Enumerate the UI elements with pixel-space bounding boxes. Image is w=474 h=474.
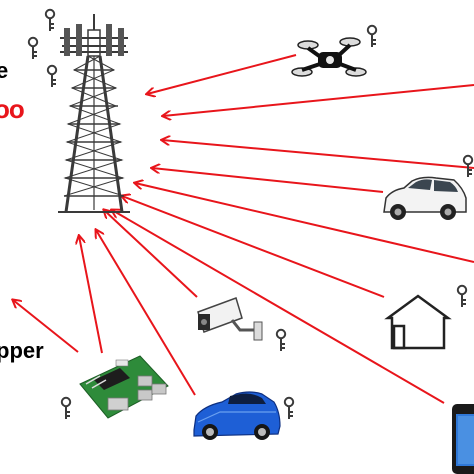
blue-car-icon [193, 391, 281, 440]
key-icon [366, 24, 378, 48]
arrow-house-to-tower [122, 196, 385, 298]
arrows [13, 54, 474, 404]
arrow-board-to-left [13, 300, 79, 353]
arrow-camera-to-tower [104, 210, 198, 298]
partial-label-red: oo [0, 94, 25, 124]
partial-label-bottom: pper [0, 338, 44, 363]
key-icon [456, 284, 468, 308]
security-camera-icon [197, 297, 263, 341]
house-icon [384, 294, 452, 350]
partial-label-top: e [0, 58, 9, 83]
arrow-smartphone-to-tower [112, 210, 445, 404]
smartphone-icon [452, 404, 474, 474]
white-car-icon [383, 176, 467, 220]
keys [27, 8, 474, 420]
arrow-edge3-to-tower [135, 183, 474, 263]
arrow-drone-to-tower [147, 54, 297, 94]
arrow-white-car-to-tower [152, 168, 384, 193]
key-icon [46, 64, 58, 88]
key-icon [275, 328, 287, 352]
arrow-edge2-to-tower [162, 140, 474, 169]
key-icon [60, 396, 72, 420]
key-icon [44, 8, 56, 33]
key-icon [283, 396, 295, 420]
arrow-edge1-to-tower [163, 84, 474, 116]
arrow-board-to-tower [79, 236, 103, 354]
cell-tower-icon [58, 14, 130, 213]
drone-icon [291, 37, 367, 77]
key-icon [27, 36, 39, 60]
arrow-blue-car-to-tower [96, 230, 196, 396]
raspberry-pi-board-icon [79, 355, 169, 419]
